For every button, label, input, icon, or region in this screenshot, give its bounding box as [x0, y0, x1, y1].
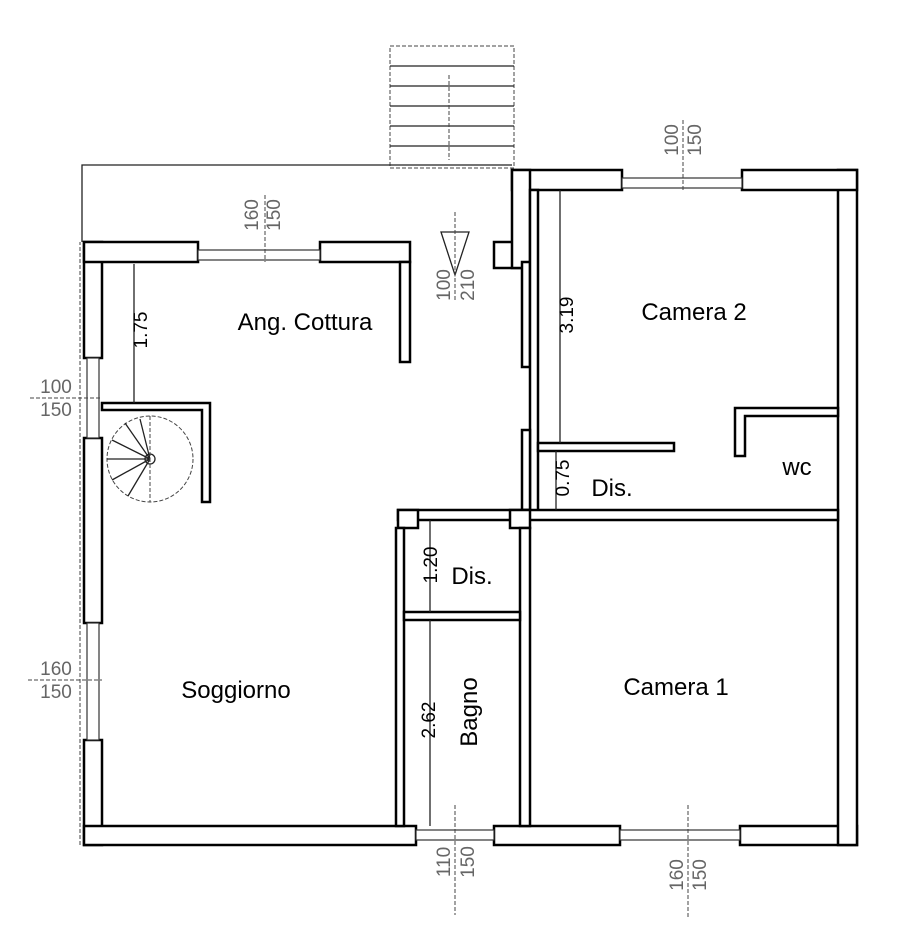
room-label-living: Soggiorno [181, 677, 290, 704]
bedroom1-window-height: 150 [690, 859, 711, 891]
room-label-bathroom: Bagno [456, 677, 483, 746]
dim-hall-lower: 1.20 [421, 547, 442, 584]
dim-bathroom-length: 2.62 [419, 702, 440, 739]
external-stairs [389, 45, 515, 169]
terrace-outline [81, 164, 512, 242]
door-height: 210 [458, 269, 479, 301]
bathroom-window-height: 150 [458, 846, 479, 878]
bedroom2-window-height: 150 [685, 124, 706, 156]
room-label-kitchen: Ang. Cottura [238, 309, 373, 336]
kitchen-window-width: 160 [242, 199, 263, 231]
left-upper-window-width: 100 [40, 377, 72, 398]
room-label-bedroom1: Camera 1 [623, 674, 728, 701]
left-lower-window-width: 160 [40, 659, 72, 680]
dim-bedroom2-depth: 3.19 [557, 297, 578, 334]
kitchen-window-height: 150 [264, 199, 285, 231]
room-label-bedroom2: Camera 2 [641, 299, 746, 326]
room-label-hall-upper: Dis. [591, 475, 632, 502]
dim-hall-upper: 0.75 [553, 460, 574, 497]
room-label-hall-lower: Dis. [451, 563, 492, 590]
bedroom1-window-width: 160 [667, 859, 688, 891]
spiral-staircase [106, 415, 194, 503]
door-width: 100 [434, 269, 455, 301]
dimension-lines [28, 120, 689, 918]
bedroom2-window-width: 100 [662, 124, 683, 156]
left-upper-window-height: 150 [40, 400, 72, 421]
bathroom-window-width: 110 [434, 847, 455, 877]
left-lower-window-height: 150 [40, 682, 72, 703]
dim-kitchen-depth: 1.75 [131, 312, 152, 349]
room-label-wc: wc [781, 454, 811, 481]
